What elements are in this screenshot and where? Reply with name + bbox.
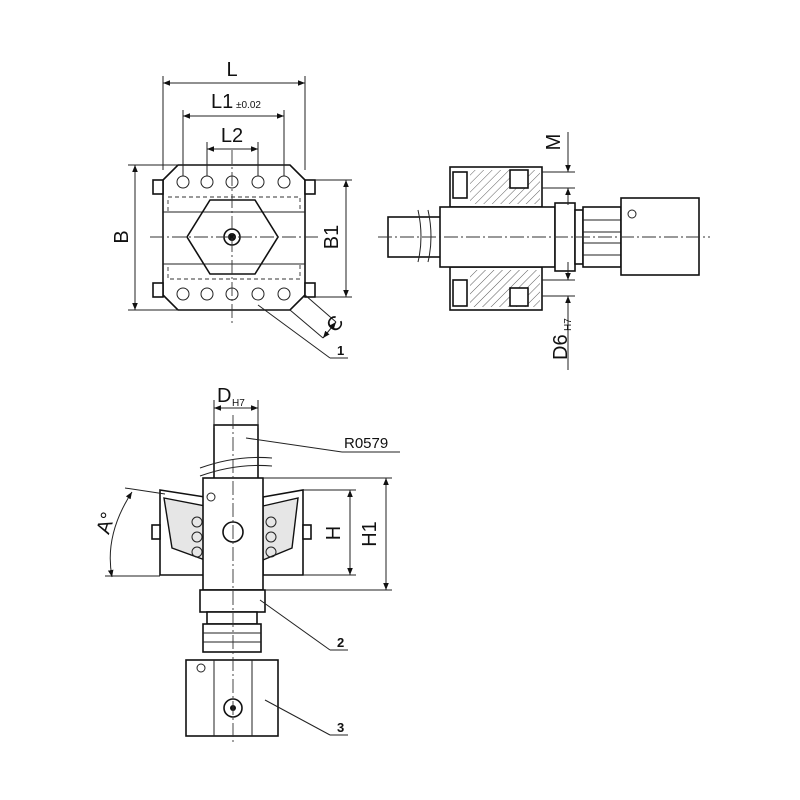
part-code-label: R0579 bbox=[344, 435, 388, 452]
dim-L2-label: L2 bbox=[221, 125, 243, 147]
hexagon-nut bbox=[186, 199, 279, 275]
callout-2-label: 2 bbox=[337, 635, 344, 650]
dim-D-label: D bbox=[217, 385, 231, 407]
hole-row-bottom bbox=[176, 287, 291, 301]
dim-H-label: H bbox=[323, 526, 345, 540]
dim-L-label: L bbox=[226, 59, 237, 81]
dim-L1-tolerance: ±0.02 bbox=[236, 100, 261, 111]
side-sensor-box bbox=[620, 197, 700, 276]
pin-right-bottom bbox=[304, 282, 316, 298]
dim-L1-label: L1 bbox=[211, 91, 233, 113]
front-view: D H7 R0579 A° H H1 2 3 bbox=[93, 385, 400, 745]
dim-D6-label: D6 bbox=[550, 334, 572, 360]
pin-left-bottom bbox=[152, 282, 164, 298]
front-shaft bbox=[213, 424, 259, 481]
dim-C-label: C bbox=[322, 312, 348, 337]
side-view: M D6 H7 bbox=[378, 132, 710, 370]
callout-1-label: 1 bbox=[337, 343, 344, 358]
callout-3-label: 3 bbox=[337, 720, 344, 735]
front-sensor-box bbox=[185, 659, 279, 737]
dim-A-label: A° bbox=[93, 510, 121, 537]
dim-M-label: M bbox=[543, 134, 565, 151]
top-view: L L1 ±0.02 L2 B B1 C 1 bbox=[111, 59, 352, 359]
front-nut-2 bbox=[202, 623, 262, 653]
dim-B1-label: B1 bbox=[321, 225, 343, 249]
dim-D-tolerance: H7 bbox=[232, 398, 245, 409]
dim-B-label: B bbox=[111, 230, 133, 243]
hole-row-top bbox=[176, 175, 291, 189]
dim-H1-label: H1 bbox=[359, 521, 381, 547]
pin-left-top bbox=[152, 179, 164, 195]
dim-D6-tolerance: H7 bbox=[563, 318, 574, 331]
front-nut-1 bbox=[199, 589, 266, 613]
pin-right-top bbox=[304, 179, 316, 195]
